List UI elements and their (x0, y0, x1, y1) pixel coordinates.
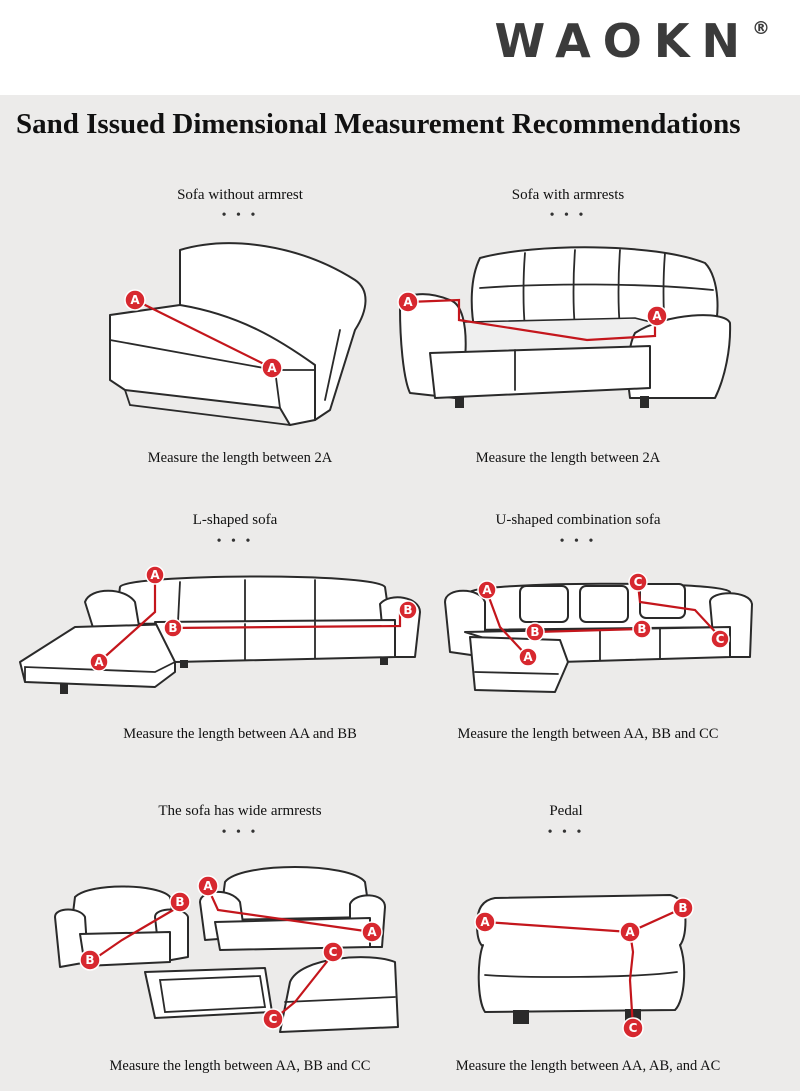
marker-a: A (397, 291, 419, 313)
panel-5-dots: • • • (221, 825, 259, 840)
panel-4-dots: • • • (559, 534, 597, 549)
panel-2-label: Sofa with armrests (511, 187, 625, 203)
svg-text:A: A (267, 361, 277, 375)
u-shaped-sofa-illustration: A A B B C C (444, 572, 753, 693)
svg-text:B: B (530, 625, 539, 639)
marker-b: B (525, 622, 545, 642)
svg-text:C: C (629, 1021, 638, 1035)
panel-6-caption: Measure the length between AA, AB, and A… (455, 1058, 721, 1074)
marker-a: A (261, 357, 283, 379)
marker-a: A (474, 911, 496, 933)
panel-2-dots: • • • (549, 208, 587, 223)
marker-a: A (124, 289, 146, 311)
marker-c: C (710, 629, 730, 649)
page-title: Sand Issued Dimensional Measurement Reco… (16, 108, 741, 140)
panel-3-dots: • • • (216, 534, 254, 549)
svg-text:A: A (625, 925, 635, 939)
marker-a: A (89, 652, 109, 672)
marker-c: C (622, 1017, 644, 1039)
svg-text:A: A (94, 655, 104, 669)
svg-text:C: C (716, 632, 725, 646)
sofa-with-armrests-illustration: A A (397, 246, 732, 408)
svg-text:A: A (203, 879, 213, 893)
panel-1-label: Sofa without armrest (177, 187, 303, 203)
svg-text:C: C (269, 1012, 278, 1026)
panel-3-label: L-shaped sofa (192, 512, 278, 528)
marker-a: A (361, 921, 383, 943)
marker-b: B (632, 619, 652, 639)
marker-c: C (628, 572, 648, 592)
svg-text:A: A (482, 583, 492, 597)
svg-text:A: A (150, 568, 160, 582)
marker-b: B (672, 897, 694, 919)
svg-text:A: A (652, 309, 662, 323)
svg-text:C: C (329, 945, 338, 959)
marker-b: B (398, 600, 418, 620)
marker-a: A (518, 647, 538, 667)
pedal-ottoman-illustration: A A B C (474, 894, 694, 1039)
l-shaped-sofa-illustration: A A B B (19, 565, 421, 694)
panel-1-caption: Measure the length between 2A (147, 450, 333, 466)
svg-text:A: A (367, 925, 377, 939)
panel-1-dots: • • • (221, 208, 259, 223)
panel-4-label: U-shaped combination sofa (495, 512, 661, 528)
panel-4-caption: Measure the length between AA, BB and CC (457, 726, 719, 742)
svg-text:B: B (85, 953, 94, 967)
svg-text:B: B (678, 901, 687, 915)
panel-5-label: The sofa has wide armrests (158, 803, 322, 819)
panel-2-caption: Measure the length between 2A (475, 450, 661, 466)
marker-a: A (646, 305, 668, 327)
svg-text:C: C (634, 575, 643, 589)
wide-armrest-sofa-illustration: B B A A C C (54, 866, 399, 1033)
marker-b: B (79, 949, 101, 971)
panel-6-dots: • • • (547, 825, 585, 840)
marker-b: B (163, 618, 183, 638)
marker-b: B (169, 891, 191, 913)
svg-text:A: A (403, 295, 413, 309)
svg-text:B: B (168, 621, 177, 635)
svg-text:B: B (175, 895, 184, 909)
marker-c: C (322, 941, 344, 963)
header-band (0, 0, 800, 95)
panel-5-caption: Measure the length between AA, BB and CC (109, 1058, 371, 1074)
marker-a: A (145, 565, 165, 585)
brand-logo: WAOKN® (494, 14, 770, 68)
marker-a: A (477, 580, 497, 600)
sofa-without-armrest-illustration: A A (109, 242, 367, 426)
panel-3-caption: Measure the length between AA and BB (123, 726, 357, 742)
svg-text:A: A (130, 293, 140, 307)
svg-text:B: B (403, 603, 412, 617)
svg-text:A: A (523, 650, 533, 664)
marker-a: A (197, 875, 219, 897)
panel-6-label: Pedal (549, 803, 583, 819)
svg-text:A: A (480, 915, 490, 929)
marker-c: C (262, 1008, 284, 1030)
svg-text:B: B (637, 622, 646, 636)
marker-a: A (619, 921, 641, 943)
